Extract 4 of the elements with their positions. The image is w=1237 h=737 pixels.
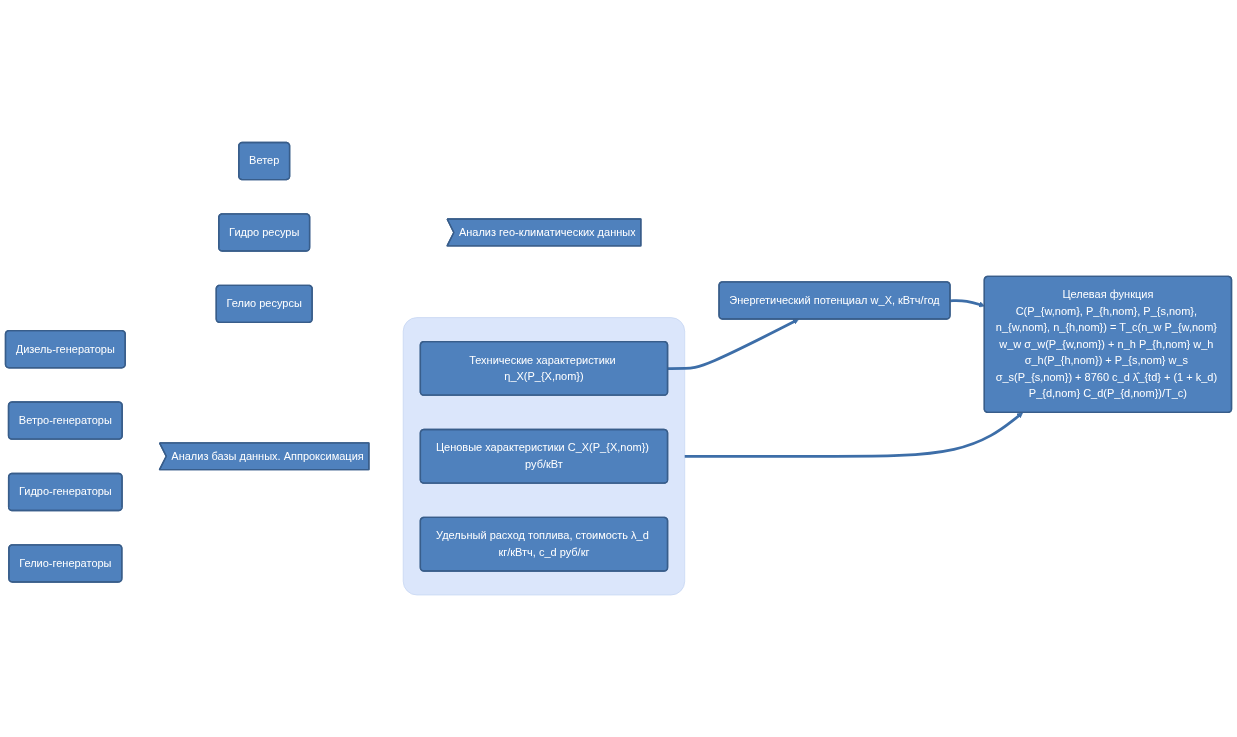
cluster <box>402 317 686 596</box>
arrow <box>667 318 799 370</box>
arrow <box>950 299 985 308</box>
arrow <box>684 412 1024 458</box>
